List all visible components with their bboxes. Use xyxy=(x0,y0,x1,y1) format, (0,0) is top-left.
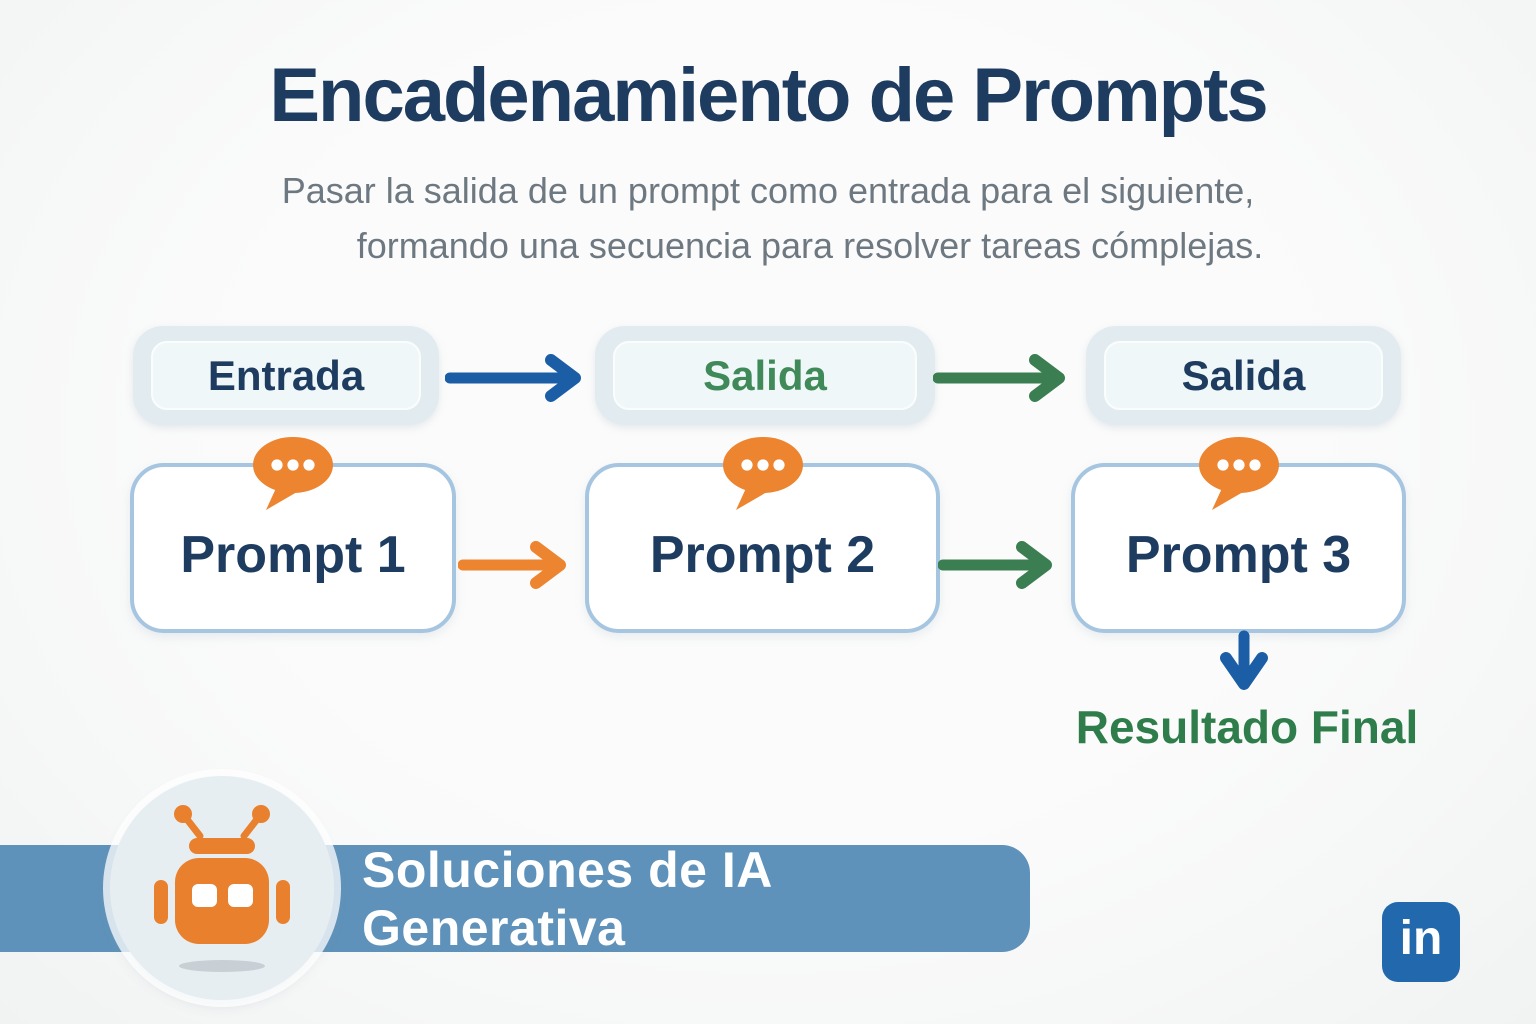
salida-label-2: Salida xyxy=(1104,341,1383,410)
subtitle-line-1: Pasar la salida de un prompt como entrad… xyxy=(281,170,1255,211)
prompt-3-label: Prompt 3 xyxy=(1125,526,1352,584)
arrow-right-icon xyxy=(938,541,1052,589)
entrada-box: Entrada xyxy=(133,326,439,425)
prompt-2-label: Prompt 2 xyxy=(649,526,876,584)
robot-badge xyxy=(110,776,334,1000)
salida-box-2: Salida xyxy=(1086,326,1401,425)
banner-label: Soluciones de IA Generativa xyxy=(362,841,772,956)
linkedin-logo-text: in xyxy=(1399,912,1443,965)
salida-box-1: Salida xyxy=(595,326,935,425)
arrow-right-icon xyxy=(933,354,1065,402)
page-title: Encadenamiento de Prompts xyxy=(269,53,1268,138)
arrow-right-icon xyxy=(445,354,581,402)
prompt-1-label: Prompt 1 xyxy=(180,526,406,584)
final-result-label: Resultado Final xyxy=(1075,701,1419,753)
arrow-right-icon xyxy=(458,541,566,589)
subtitle-line-2: formando una secuencia para resolver tar… xyxy=(356,225,1264,266)
salida-label-1: Salida xyxy=(613,341,917,410)
robot-icon xyxy=(154,805,290,972)
prompt-3-box: Prompt 3 xyxy=(1071,437,1406,633)
entrada-label: Entrada xyxy=(151,341,421,410)
prompt-1-box: Prompt 1 xyxy=(130,437,456,633)
linkedin-logo: in xyxy=(1382,902,1460,982)
chat-bubble-icon xyxy=(722,437,803,510)
chat-bubble-icon xyxy=(1198,437,1279,510)
arrow-down-icon xyxy=(1220,630,1268,690)
chat-bubble-icon xyxy=(253,437,333,510)
page-subtitle: Pasar la salida de un prompt como entrad… xyxy=(0,163,1536,273)
prompt-2-box: Prompt 2 xyxy=(585,437,940,633)
